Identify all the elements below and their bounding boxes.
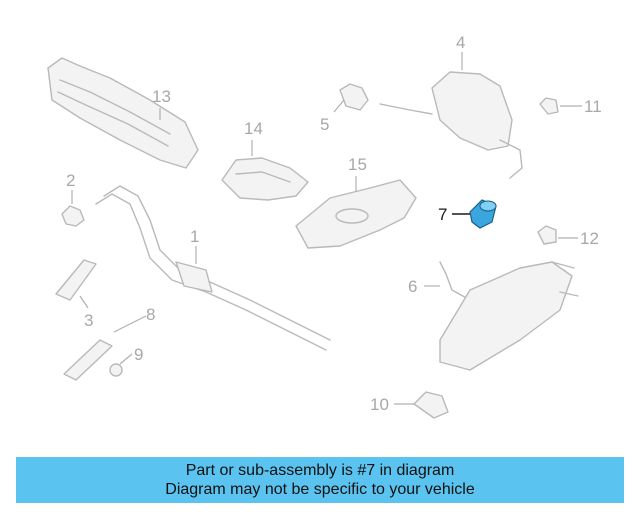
callout-11: 11 (584, 97, 602, 116)
part-1-front-pipe[interactable] (95, 185, 331, 351)
callout-14: 14 (244, 119, 263, 138)
leader-8 (113, 315, 147, 333)
part-5-clamp[interactable] (339, 83, 369, 111)
callout-8: 8 (146, 305, 155, 324)
callout-7: 7 (438, 205, 447, 224)
callout-5: 5 (320, 115, 329, 134)
callout-10: 10 (370, 395, 389, 414)
exhaust-parts-diagram: 13 14 15 5 4 11 2 1 (47, 33, 602, 419)
part-13-heat-shield[interactable] (47, 57, 199, 169)
callout-1: 1 (190, 227, 199, 246)
leader-3 (79, 295, 89, 309)
part-7-highlighted-clamp[interactable] (469, 199, 497, 229)
callout-2: 2 (66, 171, 75, 190)
part-8-support-bracket[interactable] (63, 339, 113, 381)
leader-5 (333, 99, 345, 113)
part-11-hanger[interactable] (539, 97, 559, 115)
part-10-rear-bracket[interactable] (413, 391, 449, 419)
callout-12: 12 (580, 229, 599, 248)
part-3-bracket[interactable] (55, 259, 97, 301)
callout-9: 9 (134, 345, 143, 364)
part-15-underbody-shield[interactable] (295, 179, 417, 249)
part-4-rear-muffler[interactable] (379, 71, 523, 179)
part-14-heat-shield-bracket[interactable] (221, 157, 309, 201)
banner-line-2: Diagram may not be specific to your vehi… (165, 481, 475, 498)
callout-3: 3 (84, 311, 93, 330)
callout-13: 13 (152, 87, 171, 106)
part-9-nut[interactable] (109, 363, 123, 377)
callout-4: 4 (456, 33, 465, 52)
callout-6: 6 (408, 277, 417, 296)
part-2-gasket[interactable] (61, 205, 85, 227)
leader-9 (119, 353, 133, 365)
part-6-center-muffler[interactable] (439, 261, 579, 371)
callout-15: 15 (348, 155, 367, 174)
part-12-hanger[interactable] (537, 225, 557, 245)
part-info-banner: Part or sub-assembly is #7 in diagram Di… (16, 457, 624, 503)
banner-line-1: Part or sub-assembly is #7 in diagram (185, 462, 455, 479)
